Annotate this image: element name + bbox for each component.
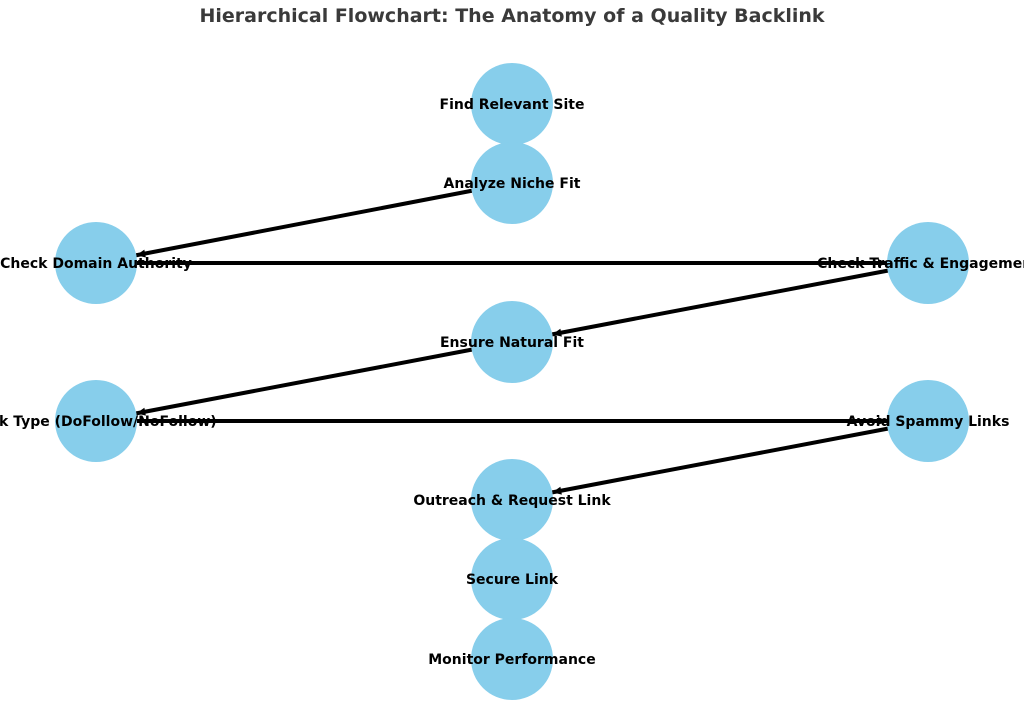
node-label-traffic: Check Traffic & Engagement (817, 256, 1024, 272)
edge-arrowhead (552, 486, 562, 495)
node-label-find: Find Relevant Site (440, 97, 585, 113)
edge-arrowhead (136, 407, 146, 416)
edge-line (135, 188, 473, 258)
node-label-domain: Check Domain Authority (0, 256, 192, 272)
edge-arrowhead (552, 328, 562, 337)
node-niche (471, 142, 553, 224)
node-label-niche: Analyze Niche Fit (444, 176, 581, 192)
node-label-monitor: Monitor Performance (428, 652, 595, 668)
edge-arrowhead (878, 417, 887, 425)
node-outreach (471, 459, 553, 541)
node-natural (471, 301, 553, 383)
edge-traffic-to-natural (551, 268, 889, 337)
node-label-spammy: Avoid Spammy Links (847, 414, 1010, 430)
node-linktype (55, 380, 137, 462)
node-label-secure: Secure Link (466, 572, 559, 588)
node-label-linktype: Link Type (DoFollow/NoFollow) (0, 414, 217, 430)
edges-layer (135, 133, 889, 620)
node-monitor (471, 618, 553, 700)
edge-line (551, 268, 889, 337)
edge-line (551, 426, 889, 495)
edge-niche-to-domain (135, 188, 473, 258)
edge-domain-to-traffic (137, 259, 887, 267)
node-traffic (887, 222, 969, 304)
node-find (471, 63, 553, 145)
nodes-layer (55, 63, 969, 700)
node-label-outreach: Outreach & Request Link (413, 493, 611, 509)
edge-arrowhead (878, 259, 887, 267)
edge-spammy-to-outreach (551, 426, 889, 495)
edge-linktype-to-spammy (137, 417, 887, 425)
diagram-title: Hierarchical Flowchart: The Anatomy of a… (199, 5, 824, 27)
node-spammy (887, 380, 969, 462)
edge-line (135, 347, 473, 416)
node-secure (471, 538, 553, 620)
edge-natural-to-linktype (135, 347, 473, 416)
node-label-natural: Ensure Natural Fit (440, 335, 584, 351)
node-domain (55, 222, 137, 304)
edge-arrowhead (136, 249, 146, 258)
